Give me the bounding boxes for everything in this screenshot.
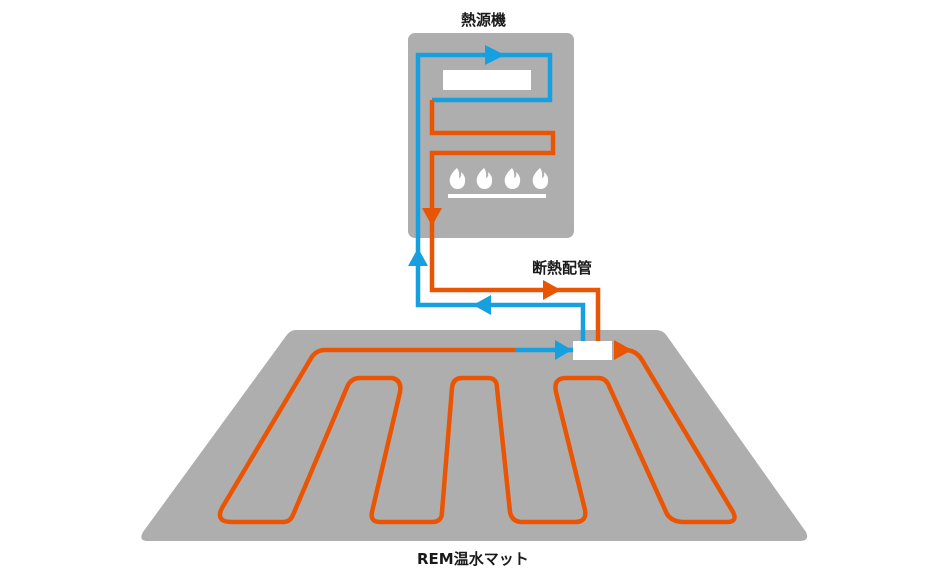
arrow-down-icon (422, 208, 442, 226)
arrow-right-icon (543, 280, 561, 300)
mat-heating-loop (217, 347, 737, 525)
arrow-up-icon (408, 248, 428, 266)
return-pipe (415, 52, 586, 345)
hot-water-mat (141, 330, 808, 541)
arrow-right-icon (614, 340, 632, 360)
arrow-left-icon (473, 295, 491, 315)
heat-source-label: 熱源機 (461, 11, 507, 29)
flame-icon (476, 168, 493, 189)
insulated-pipe-label: 断熱配管 (532, 259, 593, 277)
flame-icon (449, 168, 466, 189)
flame-icon (532, 168, 549, 189)
supply-pipe (429, 100, 601, 345)
mat-label: REM温水マット (417, 550, 529, 568)
header-connector (573, 341, 612, 360)
display-panel (443, 70, 531, 90)
arrow-right-icon (485, 45, 505, 65)
arrow-right-icon (555, 340, 572, 360)
burner-flames (449, 168, 549, 189)
flame-icon (504, 168, 521, 189)
burner-bar (448, 194, 546, 198)
